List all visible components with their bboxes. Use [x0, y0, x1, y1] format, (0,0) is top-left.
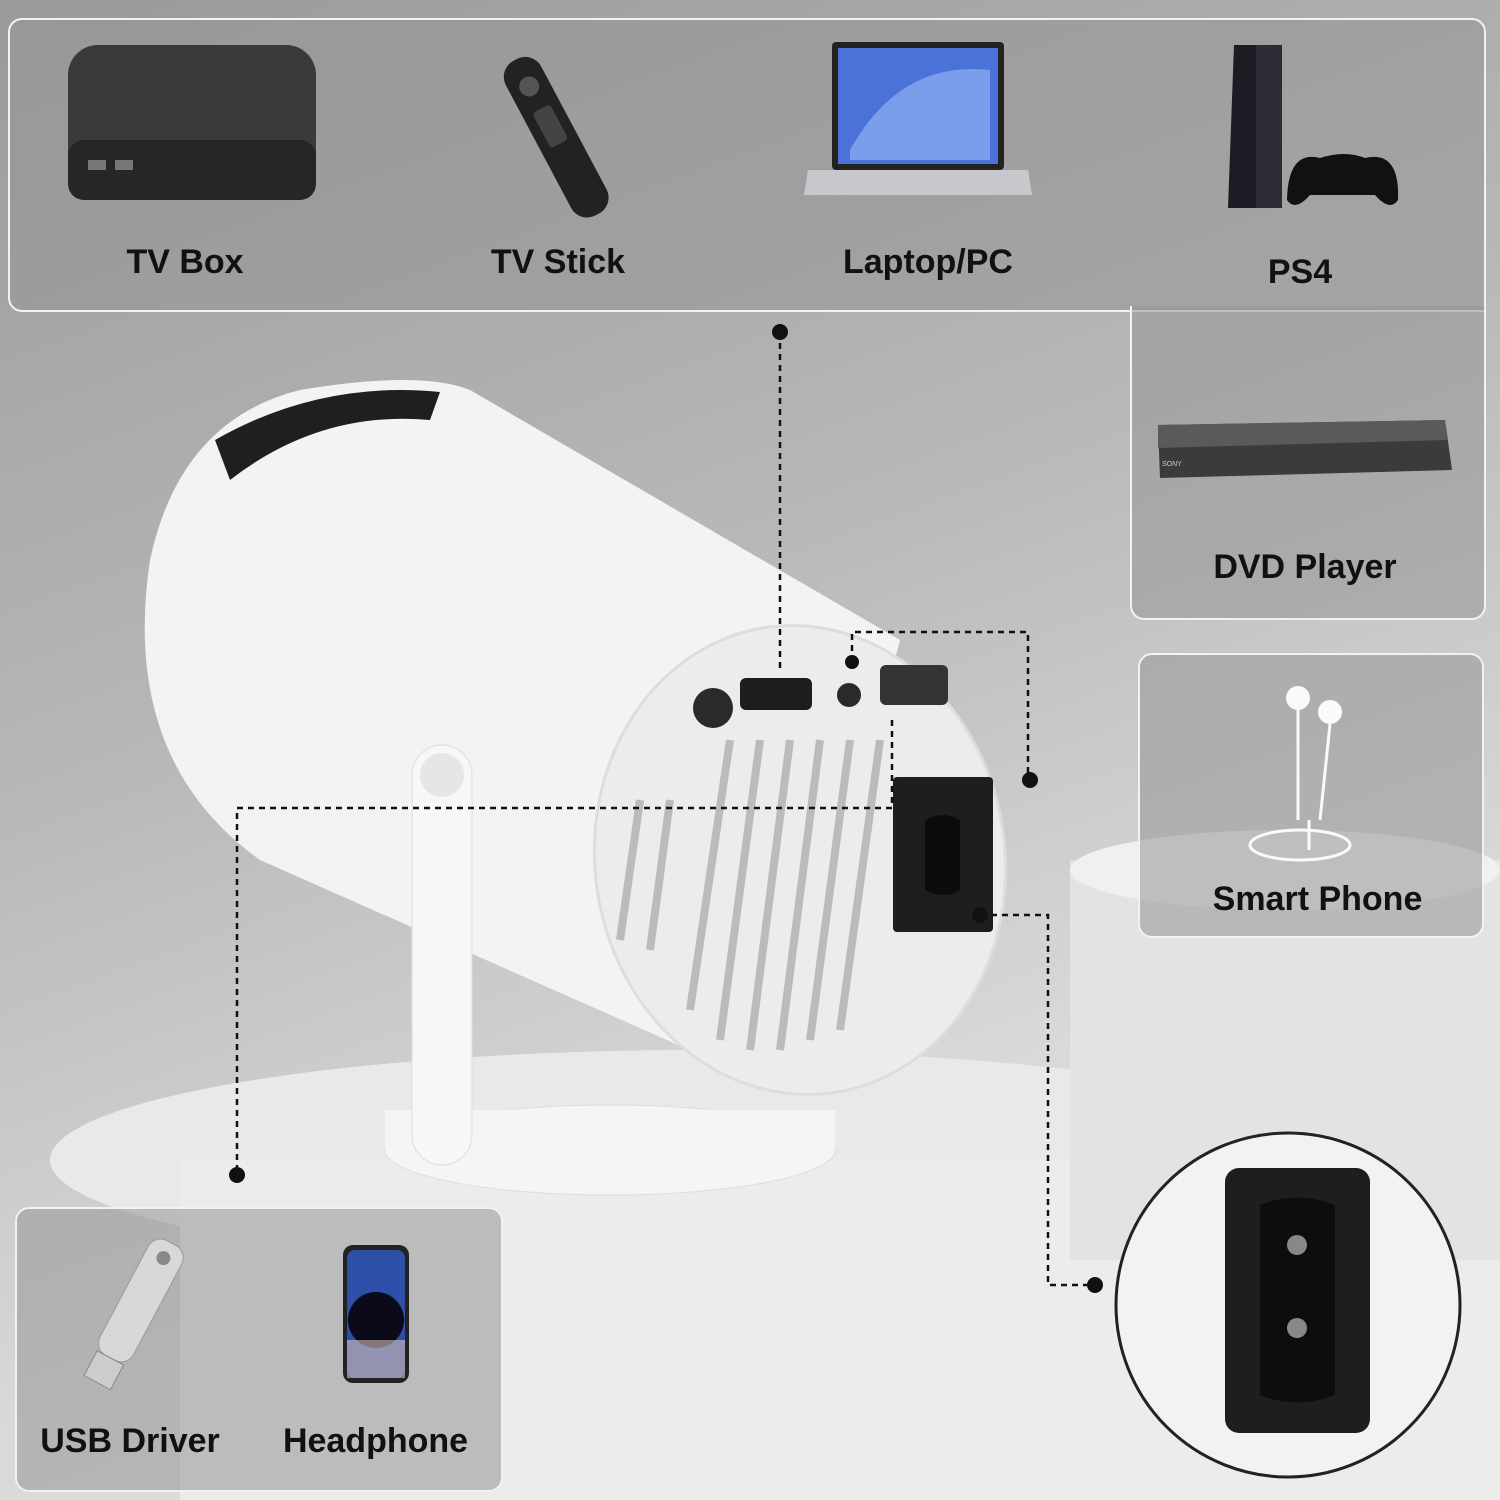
tv-box-icon: [68, 45, 316, 200]
earphone-panel: [1138, 653, 1484, 938]
dvd-player-label: DVD Player: [1213, 548, 1397, 586]
usb-drive-icon: [83, 1238, 184, 1391]
ps4-label: PS4: [1267, 253, 1333, 291]
dvd-player-icon: SONY: [1158, 420, 1452, 478]
smartphone-icon: [343, 1245, 409, 1383]
usb-driver-label: USB Driver: [40, 1422, 220, 1460]
headphone-label: Headphone: [282, 1422, 469, 1460]
laptop-icon: [804, 42, 1032, 195]
game-console-icon: [1228, 45, 1399, 208]
svg-text:SONY: SONY: [1162, 461, 1182, 468]
laptop-pc-label: Laptop/PC: [843, 243, 1013, 281]
tv-stick-label: TV Stick: [490, 243, 626, 281]
usb-headphone-panel: [15, 1207, 503, 1492]
remote-stick-icon: [503, 56, 609, 218]
tv-box-label: TV Box: [126, 243, 244, 281]
smart-phone-label: Smart Phone: [1212, 880, 1423, 918]
